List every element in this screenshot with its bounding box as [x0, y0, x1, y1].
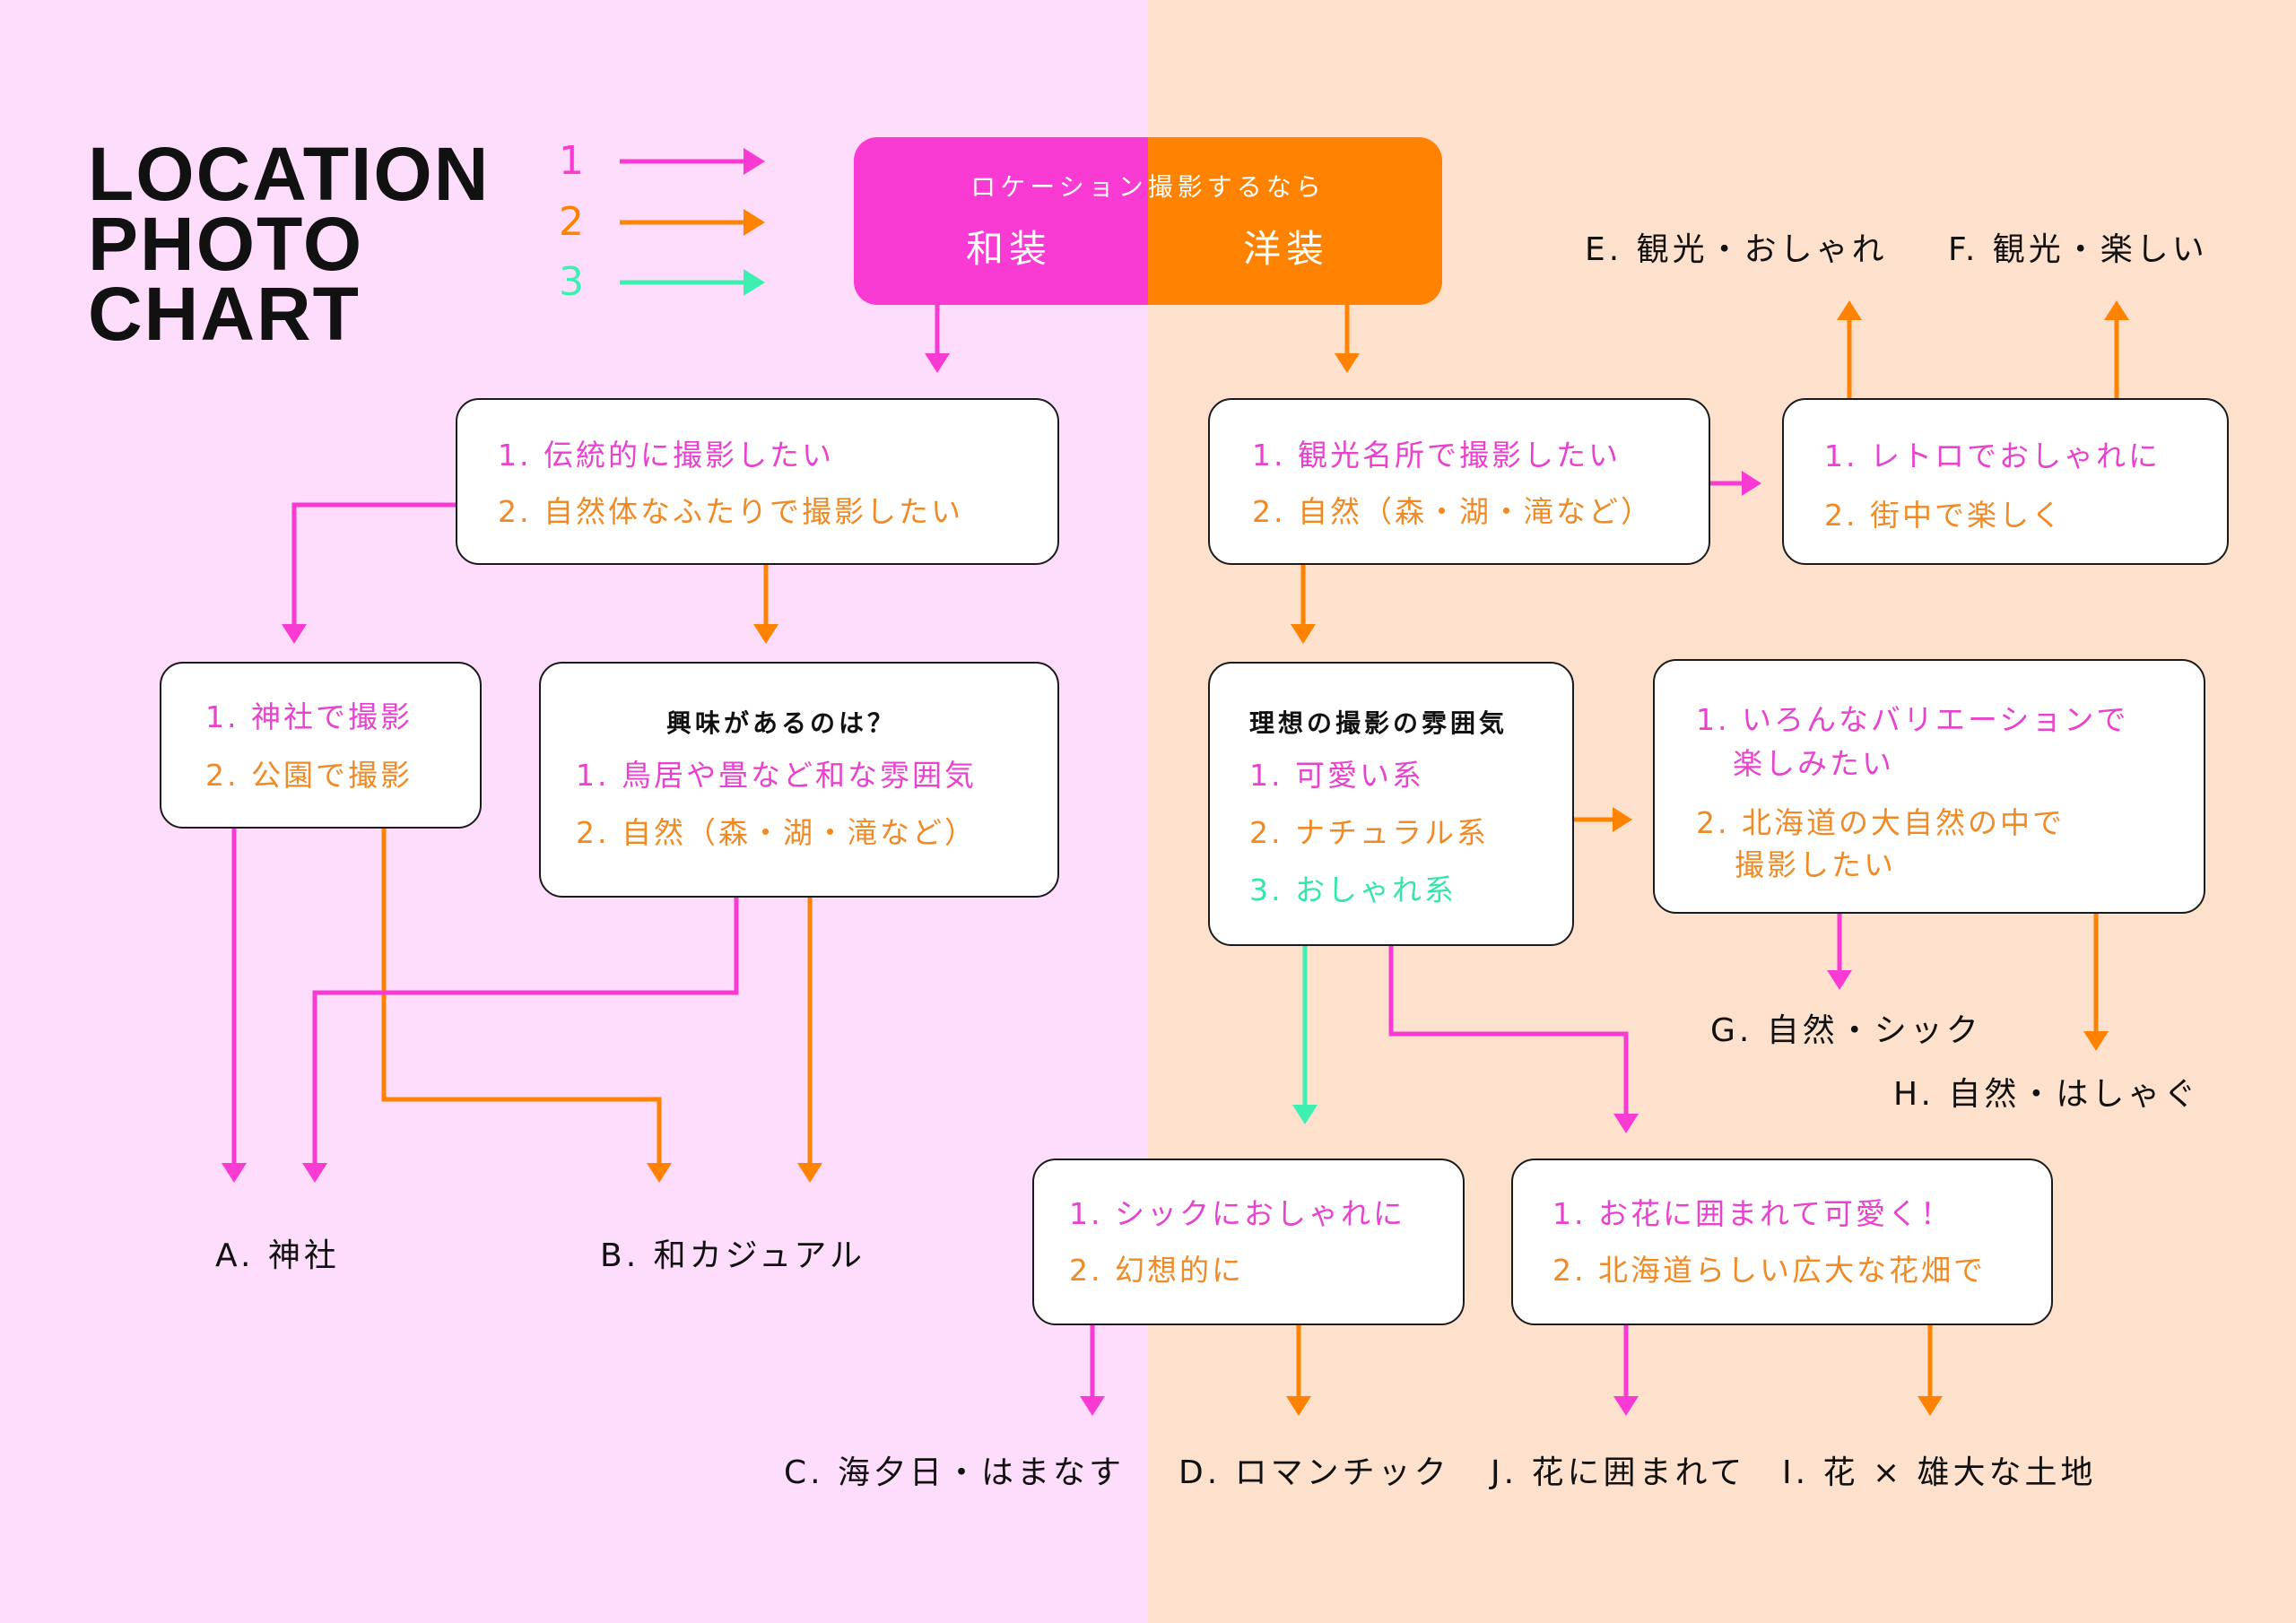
result-a: A. 神社: [215, 1237, 340, 1274]
arrow-start-to-wasou: [925, 305, 950, 373]
wasou-style-question-box: 1. 伝統的に撮影したい 2. 自然体なふたりで撮影したい: [456, 398, 1059, 565]
arrow-sightseeing-1-to-result-e: [1837, 300, 1862, 398]
option-1-text: 1. シックにおしゃれに: [1069, 1196, 1405, 1231]
option-2-text: 2. 幻想的に: [1069, 1253, 1244, 1288]
legend-number-1: 1: [559, 138, 584, 184]
legend-arrow-1: [620, 148, 765, 175]
wasou-panel: 和装: [854, 137, 1148, 305]
wasou-label: 和装: [965, 227, 1052, 271]
option-2-text: 2. 街中で楽しく: [1824, 498, 2064, 533]
arrow-place-2-to-result-b: [381, 829, 672, 1183]
option-1-text: 1. 観光名所で撮影したい: [1252, 438, 1621, 473]
arrow-cute-1-to-result-j: [1613, 1325, 1639, 1416]
title-line-1: LOCATION: [88, 132, 491, 216]
start-box: 和装 洋装 ロケーション撮影するなら: [854, 137, 1442, 305]
result-g: G. 自然・シック: [1710, 1012, 1982, 1049]
arrow-cute-2-to-result-i: [1918, 1325, 1943, 1416]
option-1-text: 1. 神社で撮影: [205, 699, 413, 734]
yousou-place-question-box: 1. 観光名所で撮影したい 2. 自然（森・湖・滝など）: [1208, 398, 1710, 565]
legend-number-2: 2: [559, 199, 584, 245]
arrow-place-1-to-sightseeing: [1710, 471, 1761, 496]
option-2-text: 2. 自然（森・湖・滝など）: [1252, 494, 1653, 529]
arrow-style-2-to-interest: [753, 565, 778, 644]
arrow-place-2-to-mood: [1291, 565, 1316, 644]
result-j: J. 花に囲まれて: [1491, 1454, 1746, 1491]
arrow-style-1-to-place: [282, 502, 456, 644]
option-2-text-continued: 撮影したい: [1735, 847, 1896, 882]
option-2-text: 2. 北海道の大自然の中で: [1696, 805, 2065, 840]
arrow-chic-1-to-result-c: [1080, 1325, 1105, 1416]
option-1-text: 1. レトロでおしゃれに: [1824, 438, 2161, 473]
option-2-text: 2. 北海道らしい広大な花畑で: [1552, 1253, 1986, 1288]
option-2-text: 2. 自然（森・湖・滝など）: [576, 815, 977, 850]
option-1-text-continued: 楽しみたい: [1733, 746, 1894, 781]
yousou-cute-question-box: 1. お花に囲まれて可愛く！ 2. 北海道らしい広大な花畑で: [1511, 1159, 2053, 1325]
wasou-interest-question-box: 興味があるのは？ 1. 鳥居や畳など和な雰囲気 2. 自然（森・湖・滝など）: [539, 662, 1059, 898]
option-1-text: 1. 鳥居や畳など和な雰囲気: [576, 758, 977, 793]
arrow-chic-2-to-result-d: [1286, 1325, 1311, 1416]
legend-number-3: 3: [559, 259, 584, 305]
chart-title: LOCATION PHOTO CHART: [88, 132, 491, 356]
arrow-place-1-to-result-a: [222, 829, 247, 1183]
arrow-variation-2-to-result-h: [2083, 914, 2109, 1051]
arrow-sightseeing-2-to-result-f: [2104, 300, 2129, 398]
option-1-text: 1. お花に囲まれて可愛く！: [1552, 1196, 1952, 1231]
yousou-mood-question-box: 理想の撮影の雰囲気 1. 可愛い系 2. ナチュラル系 3. おしゃれ系: [1208, 662, 1574, 946]
legend-arrow-3: [620, 269, 765, 296]
arrow-mood-3-to-chic: [1292, 946, 1318, 1124]
title-line-3: CHART: [88, 272, 361, 356]
arrow-variation-1-to-result-g: [1827, 914, 1852, 990]
result-h: H. 自然・はしゃぐ: [1893, 1076, 2200, 1113]
option-1-text: 1. いろんなバリエーションで: [1696, 702, 2129, 737]
result-d: D. ロマンチック: [1178, 1454, 1450, 1491]
legend-arrow-2: [620, 209, 765, 236]
title-line-2: PHOTO: [88, 202, 364, 286]
arrow-mood-2-to-variation: [1574, 807, 1632, 832]
result-e: E. 観光・おしゃれ: [1585, 231, 1888, 268]
result-f: F. 観光・楽しい: [1948, 231, 2208, 268]
option-2-text: 2. 公園で撮影: [205, 758, 413, 793]
result-b: B. 和カジュアル: [600, 1237, 865, 1274]
start-caption: ロケーション撮影するなら: [970, 172, 1326, 202]
question-heading: 理想の撮影の雰囲気: [1249, 708, 1509, 738]
question-heading: 興味があるのは？: [666, 708, 897, 738]
yousou-sightseeing-question-box: 1. レトロでおしゃれに 2. 街中で楽しく: [1782, 398, 2229, 565]
yousou-label: 洋装: [1242, 227, 1329, 271]
arrow-interest-2-to-result-b: [797, 898, 822, 1183]
option-2-text: 2. ナチュラル系: [1249, 815, 1489, 850]
arrow-start-to-yousou: [1335, 305, 1360, 373]
arrow-mood-1-to-cute: [1388, 946, 1639, 1133]
result-c: C. 海夕日・はまなす: [784, 1454, 1126, 1491]
wasou-place-question-box: 1. 神社で撮影 2. 公園で撮影: [160, 662, 482, 829]
yousou-variation-question-box: 1. いろんなバリエーションで 楽しみたい 2. 北海道の大自然の中で 撮影した…: [1653, 659, 2205, 914]
option-1-text: 1. 可愛い系: [1249, 758, 1424, 793]
result-i: I. 花 × 雄大な土地: [1782, 1454, 2097, 1491]
option-3-text: 3. おしゃれ系: [1249, 872, 1457, 907]
yousou-chic-question-box: 1. シックにおしゃれに 2. 幻想的に: [1032, 1159, 1465, 1325]
yousou-panel: 洋装: [1148, 137, 1442, 305]
arrow-interest-1-to-result-a: [302, 898, 739, 1183]
option-1-text: 1. 伝統的に撮影したい: [498, 438, 834, 473]
option-2-text: 2. 自然体なふたりで撮影したい: [498, 494, 963, 529]
